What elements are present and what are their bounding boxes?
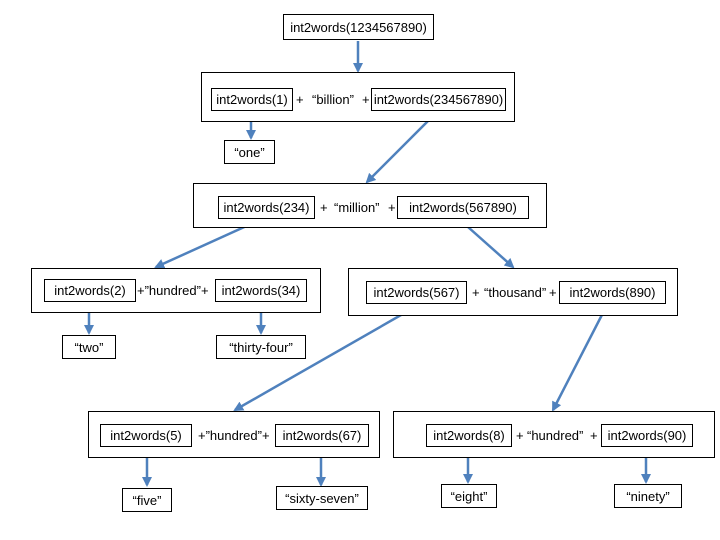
hundreds-890-word: “hundred”	[527, 428, 584, 443]
thousand-plus-1: +	[472, 285, 480, 300]
result-eight: “eight”	[441, 484, 497, 508]
root-call-box: int2words(1234567890)	[283, 14, 434, 40]
hundreds-890-plus-1: +	[516, 428, 524, 443]
million-plus-2: +	[388, 200, 396, 215]
thousand-plus-2: +	[549, 285, 557, 300]
hundreds-234-middle: +”hundred”+	[137, 283, 209, 298]
billion-plus-2: +	[362, 92, 370, 107]
billion-plus-1: +	[296, 92, 304, 107]
million-right-call: int2words(567890)	[397, 196, 529, 219]
result-five: “five”	[122, 488, 172, 512]
billion-left-call: int2words(1)	[211, 88, 293, 111]
arrow-thousand-right-to-hundreds-890	[551, 306, 608, 412]
hundreds-890-right-call: int2words(90)	[601, 424, 693, 447]
result-sixty-seven: “sixty-seven”	[276, 486, 368, 510]
result-two: “two”	[62, 335, 116, 359]
arrow-thousand-left-to-hundreds-567	[233, 305, 416, 412]
million-word: “million”	[334, 200, 380, 215]
result-thirty-four: “thirty-four”	[216, 335, 306, 359]
hundreds-567-left-call: int2words(5)	[100, 424, 192, 447]
hundreds-567-middle: +”hundred”+	[198, 428, 270, 443]
hundreds-890-plus-2: +	[590, 428, 598, 443]
hundreds-234-left-call: int2words(2)	[44, 279, 136, 302]
thousand-word: “thousand”	[484, 285, 547, 300]
hundreds-234-right-call: int2words(34)	[215, 279, 307, 302]
billion-word: “billion”	[312, 92, 354, 107]
billion-right-call: int2words(234567890)	[371, 88, 506, 111]
thousand-right-call: int2words(890)	[559, 281, 666, 304]
hundreds-890-left-call: int2words(8)	[426, 424, 512, 447]
million-plus-1: +	[320, 200, 328, 215]
result-one: “one”	[224, 140, 275, 164]
result-ninety: “ninety”	[614, 484, 682, 508]
arrow-billion-right-to-million	[365, 110, 439, 184]
hundreds-567-right-call: int2words(67)	[275, 424, 369, 447]
million-left-call: int2words(234)	[218, 196, 315, 219]
thousand-left-call: int2words(567)	[366, 281, 467, 304]
